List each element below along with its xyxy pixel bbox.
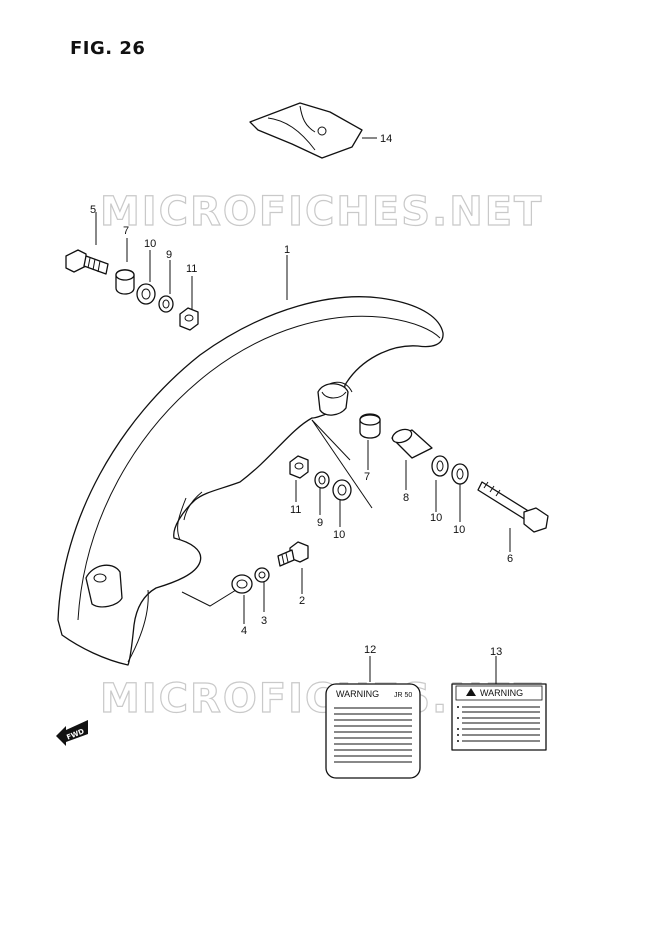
label-12-code-text: JR 50 — [394, 692, 412, 699]
part-5-bolt — [65, 249, 109, 275]
callout-2: 2 — [299, 595, 305, 607]
part-8-spacer — [391, 428, 433, 459]
part-10-washer-mid — [332, 479, 352, 501]
part-3-washer — [254, 567, 270, 583]
callout-10-right-1: 10 — [430, 512, 442, 524]
part-9-washer-mid — [314, 471, 330, 489]
callout-14: 14 — [380, 133, 392, 145]
fwd-arrow-icon: FWD — [56, 720, 88, 746]
part-4-grommet — [231, 574, 253, 594]
callout-6: 6 — [507, 553, 513, 565]
label-13-warning-text: WARNING — [480, 688, 523, 698]
callout-8: 8 — [403, 492, 409, 504]
part-11-nut-top — [179, 307, 199, 331]
leader-lines — [95, 137, 511, 684]
callout-numbers: 1 2 3 4 5 6 7 7 8 9 9 10 10 10 10 11 11 … — [90, 133, 513, 658]
callout-11-mid: 11 — [290, 504, 301, 516]
part-10-washer-right-1 — [431, 455, 449, 477]
part-10-washer-right-2 — [451, 463, 469, 485]
callout-12: 12 — [364, 644, 376, 656]
callout-5: 5 — [90, 204, 96, 216]
part-6-long-bolt — [477, 481, 549, 533]
part-10-washer-top — [136, 283, 156, 305]
callout-13: 13 — [490, 646, 502, 658]
callout-10-mid: 10 — [333, 529, 345, 541]
part-13-warning-label: WARNING — [451, 683, 547, 751]
label-13-text-lines — [457, 706, 540, 742]
callout-10-top: 10 — [144, 238, 156, 250]
callout-4: 4 — [241, 625, 247, 637]
callout-9-top: 9 — [166, 249, 172, 261]
label-12-warning-text: WARNING — [336, 689, 379, 699]
part-7-collar-right — [359, 413, 381, 439]
callout-10-right-2: 10 — [453, 524, 465, 536]
callout-9-mid: 9 — [317, 517, 323, 529]
callout-1: 1 — [284, 244, 290, 256]
part-9-washer-top — [158, 295, 174, 313]
callout-7-top: 7 — [123, 225, 129, 237]
part-7-collar-top — [115, 269, 135, 295]
callout-11-top: 11 — [186, 263, 197, 275]
figure-title: FIG. 26 — [70, 38, 146, 59]
part-14-pad — [249, 102, 363, 159]
watermark-top: MICROFICHES.NET — [100, 189, 543, 235]
callout-7-right: 7 — [364, 471, 370, 483]
part-12-warning-label: WARNING JR 50 — [325, 683, 421, 779]
part-2-bolt — [277, 541, 309, 567]
part-1-fender — [57, 296, 444, 666]
part-11-nut-mid — [289, 455, 309, 479]
label-12-text-lines — [334, 707, 412, 763]
callout-3: 3 — [261, 615, 267, 627]
